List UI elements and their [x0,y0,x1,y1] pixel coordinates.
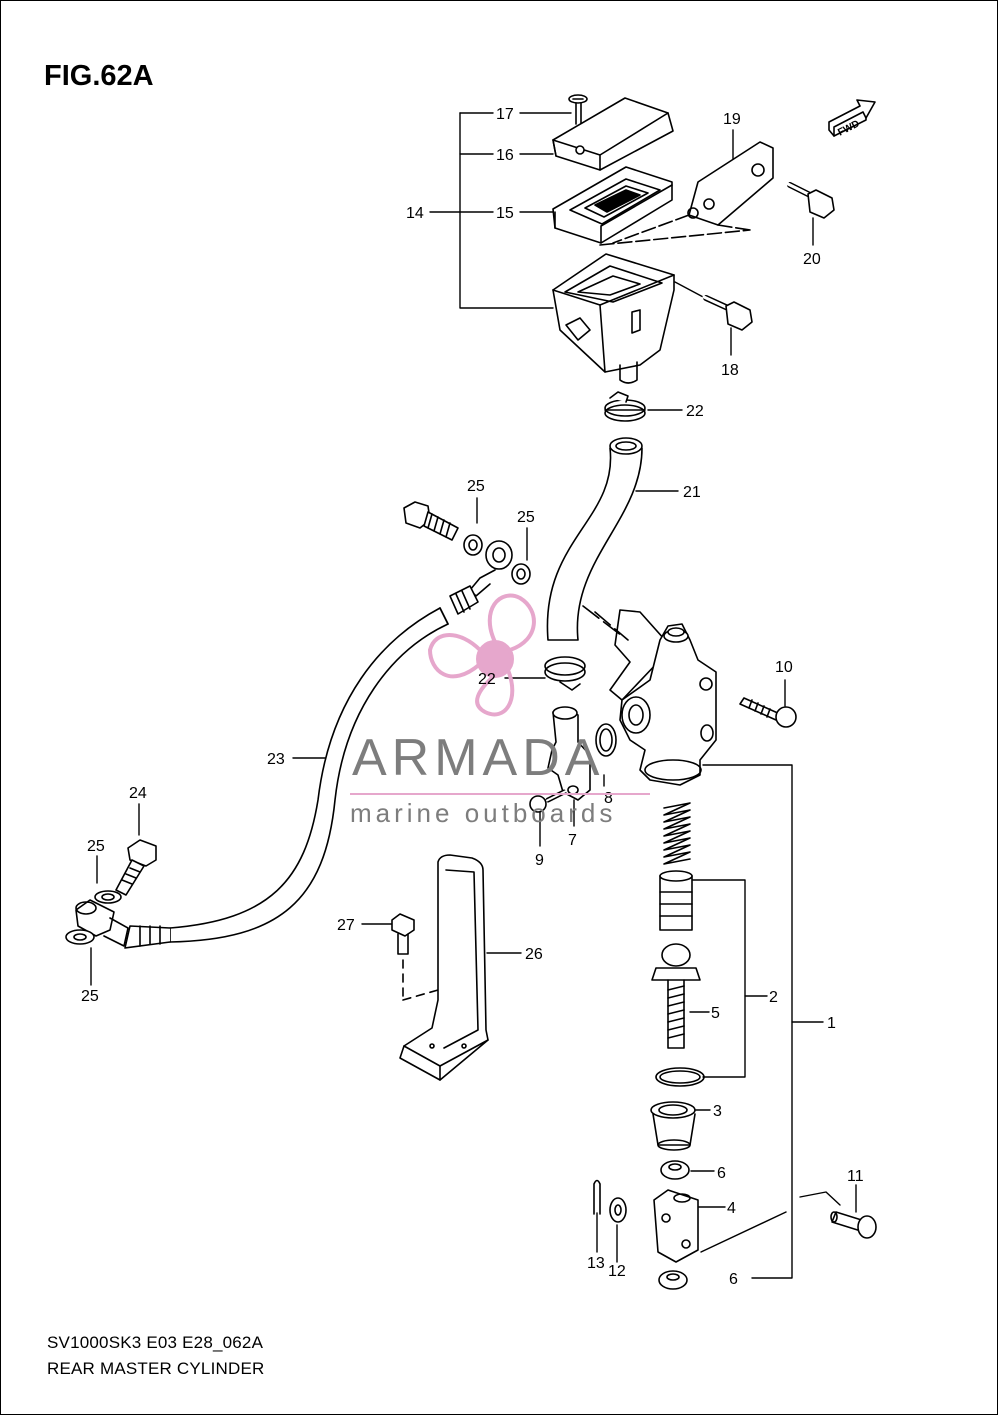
callout-17: 17 [496,106,514,123]
washer-25-top-b [511,563,531,585]
hose-clamp-22-top [604,391,646,422]
callout-11: 11 [847,1168,864,1185]
callout-25-top-b: 25 [517,509,535,526]
reservoir-body [552,253,675,384]
figure-title: FIG.62A [44,60,154,92]
callout-19: 19 [723,111,741,128]
cap-screw-17 [568,94,588,125]
banjo-fitting-top [469,540,513,597]
clevis-4 [653,1189,699,1263]
reservoir-hose-21 [546,437,643,641]
callout-5: 5 [711,1005,720,1022]
nut-6-upper [660,1160,690,1180]
watermark-brand: ARMADA [352,729,605,787]
nut-6-lower [658,1270,688,1290]
figure-name: REAR MASTER CYLINDER [47,1359,265,1378]
callout-27: 27 [337,917,355,934]
callout-16: 16 [496,147,514,164]
callout-24: 24 [129,785,147,802]
banjo-bolt-24 [115,839,157,896]
piston-assembly [659,870,693,931]
callout-8: 8 [604,790,613,807]
figure-code: SV1000SK3 E03 E28_062A [47,1333,264,1352]
watermark-tagline: marine outboards [350,798,617,828]
callout-9: 9 [535,852,544,869]
callout-1: 1 [827,1015,836,1032]
cotter-pin-13 [593,1179,601,1215]
bolt-18 [702,295,753,331]
callout-22-top: 22 [686,403,704,420]
master-cylinder-body [582,605,717,786]
hose-clamp-22-lower [544,656,586,691]
push-rod-5 [651,943,701,1049]
bolt-27 [391,913,439,1001]
callout-14: 14 [406,205,424,222]
spring [663,802,691,865]
callout-7: 7 [568,832,577,849]
callout-4: 4 [727,1200,736,1217]
leader-lines [90,112,857,1279]
callout-labels: 1 2 3 4 5 6 6 7 8 9 10 11 12 13 14 15 16… [81,106,864,1288]
banjo-bolt-top [403,501,459,541]
bracket-19 [599,141,774,246]
callout-26: 26 [525,946,543,963]
callout-10: 10 [775,659,793,676]
banjo-fitting-lower [75,899,129,947]
watermark-propeller-icon [427,593,536,717]
callout-12: 12 [608,1263,626,1280]
callout-15: 15 [496,205,514,222]
callout-6-upper: 6 [717,1165,726,1182]
callout-6-lower: 6 [729,1271,738,1288]
washer-12 [609,1197,627,1223]
watermark-divider [350,793,650,795]
bolt-10 [739,697,797,728]
callout-2: 2 [769,989,778,1006]
bolt-20 [786,182,835,219]
callout-23: 23 [267,751,285,768]
callout-20: 20 [803,251,821,268]
callout-3: 3 [713,1103,722,1120]
callout-25-lower-a: 25 [87,838,105,855]
callout-21: 21 [683,484,701,501]
callout-18: 18 [721,362,739,379]
pin-11 [830,1211,877,1239]
boot-3 [650,1101,696,1151]
brake-hose-23 [124,585,479,949]
washer-25-top-a [463,534,483,556]
callout-25-lower-b: 25 [81,988,99,1005]
fwd-arrow-icon [828,99,876,137]
hose-guide-26 [399,854,489,1081]
diaphragm-15 [552,166,673,244]
circlip [655,1067,705,1087]
washer-25-lower-a [94,890,122,904]
callout-25-top-a: 25 [467,478,485,495]
reservoir-cap-16 [552,97,674,171]
callout-22-lower: 22 [478,671,496,688]
washer-25-lower-b [65,929,95,945]
o-ring-8 [595,723,617,757]
callout-13: 13 [587,1255,605,1272]
